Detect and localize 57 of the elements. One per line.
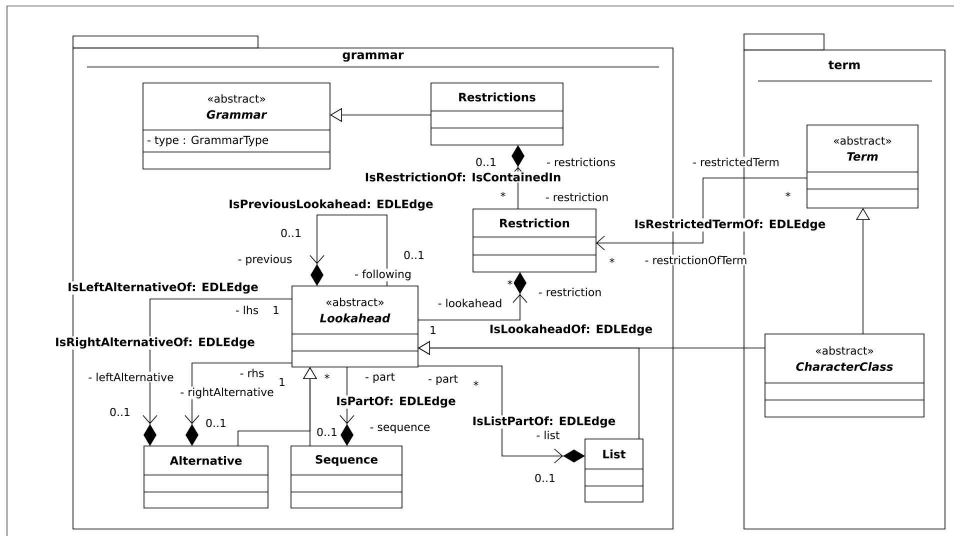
multiplicity-label: 1: [428, 325, 438, 336]
class-box: Alternative: [144, 446, 268, 508]
class-box: List: [584, 438, 644, 502]
multiplicity-label: *: [499, 190, 507, 202]
multiplicity-label: 0..1: [316, 426, 338, 438]
role-label: - rightAlternative: [179, 386, 275, 400]
role-label: - following: [354, 268, 412, 282]
role-label: - restrictedTerm: [692, 156, 780, 168]
class-box: Restriction: [472, 208, 596, 272]
edge-label: IsRestrictedTermOf: EDLEdge: [633, 218, 827, 232]
class-box: Restrictions: [430, 82, 564, 146]
role-label: - previous: [236, 254, 294, 266]
edge-label: IsLeftAlternativeOf: EDLEdge: [66, 281, 260, 295]
role-label: - restrictionOfTerm: [644, 254, 748, 266]
association-line: [418, 272, 528, 320]
class-box: «abstract» CharacterClass: [764, 334, 924, 418]
association-line: [596, 178, 808, 250]
multiplicity-label: 0..1: [280, 228, 302, 238]
role-label: - part: [364, 372, 396, 384]
role-label: - part: [427, 374, 460, 386]
multiplicity-label: *: [323, 372, 331, 384]
edge-label: IsRightAlternativeOf: EDLEdge: [54, 336, 256, 350]
multiplicity-label: 0..1: [534, 472, 556, 484]
role-label: - leftAlternative: [87, 372, 175, 382]
edge-label: IsLookaheadOf: EDLEdge: [488, 323, 654, 337]
role-label: - lhs: [234, 304, 260, 316]
multiplicity-label: *: [784, 190, 792, 202]
edge-label: IsRestrictionOf: IsContainedIn: [364, 172, 562, 182]
class-box: «abstract» Grammar - type : GrammarType: [142, 82, 330, 170]
multiplicity-label: 1: [278, 377, 286, 388]
multiplicity-label: *: [506, 278, 514, 290]
multiplicity-label: *: [608, 256, 616, 268]
role-label: - restrictions: [546, 156, 616, 168]
association-line: [418, 366, 585, 464]
association-line: [340, 366, 354, 446]
multiplicity-label: 0..1: [402, 250, 426, 260]
role-label: - sequence: [368, 424, 432, 434]
multiplicity-label: *: [472, 380, 480, 390]
association-line: [310, 214, 388, 286]
edge-label: IsPreviousLookahead: EDLEdge: [228, 198, 434, 212]
association-line: [142, 298, 292, 446]
role-label: - restriction: [537, 286, 603, 298]
multiplicity-label: 0..1: [204, 418, 228, 428]
role-label: - rhs: [238, 368, 266, 378]
association-line: [184, 362, 292, 446]
role-label: - lookahead: [436, 298, 504, 308]
role-label: - list: [535, 430, 561, 440]
edge-label: IsListPartOf: EDLEdge: [471, 415, 617, 429]
role-label: - restriction: [544, 192, 610, 202]
edge-label: IsPartOf: EDLEdge: [335, 395, 457, 409]
class-box: «abstract» Lookahead: [292, 286, 418, 368]
multiplicity-label: 0..1: [474, 156, 498, 168]
association-line: [510, 145, 526, 210]
multiplicity-label: 1: [272, 305, 280, 316]
class-box: Sequence: [290, 446, 402, 508]
class-box: «abstract» Term: [806, 124, 918, 208]
multiplicity-label: 0..1: [108, 406, 132, 418]
